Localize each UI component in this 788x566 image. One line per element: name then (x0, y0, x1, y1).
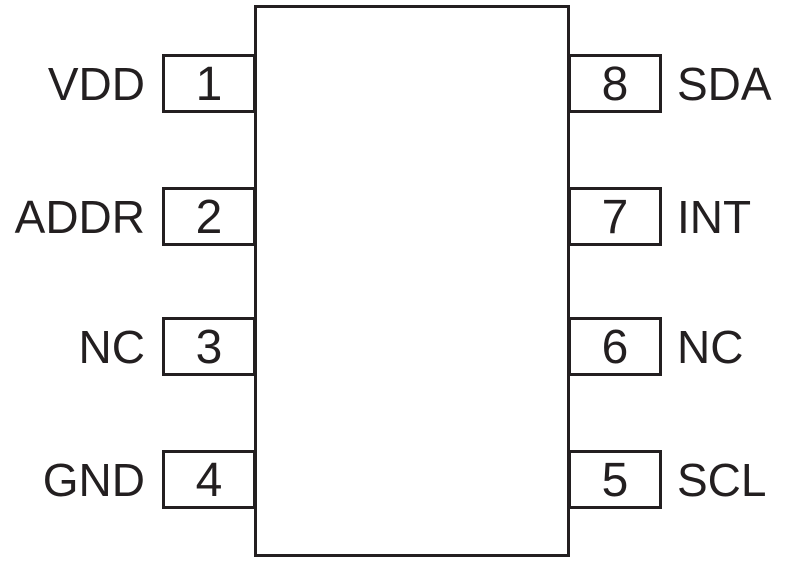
pin-box-1: 1 (162, 54, 256, 113)
pin-box-4: 4 (162, 450, 256, 509)
pin-number-8: 8 (601, 57, 629, 111)
pin-box-8: 8 (568, 54, 662, 113)
pin-label-scl: SCL (677, 453, 767, 506)
pin-number-6: 6 (601, 320, 629, 374)
pin-number-1: 1 (195, 57, 223, 111)
pin-box-2: 2 (162, 187, 256, 246)
pin-box-7: 7 (568, 187, 662, 246)
pin-label-gnd: GND (42, 453, 145, 506)
pin-box-5: 5 (568, 450, 662, 509)
pin-box-6: 6 (568, 317, 662, 376)
pin-label-sda: SDA (677, 57, 772, 110)
pin-label-int: INT (677, 190, 752, 243)
pin-number-7: 7 (601, 190, 629, 244)
pin-number-4: 4 (195, 453, 223, 507)
pin-number-2: 2 (195, 190, 223, 244)
pin-label-nc-left: NC (78, 320, 145, 373)
pin-label-vdd: VDD (47, 57, 145, 110)
pin-box-3: 3 (162, 317, 256, 376)
pin-label-addr: ADDR (14, 190, 145, 243)
pin-number-3: 3 (195, 320, 223, 374)
pin-number-5: 5 (601, 453, 629, 507)
ic-body (254, 5, 570, 557)
pin-label-nc-right: NC (677, 320, 744, 373)
